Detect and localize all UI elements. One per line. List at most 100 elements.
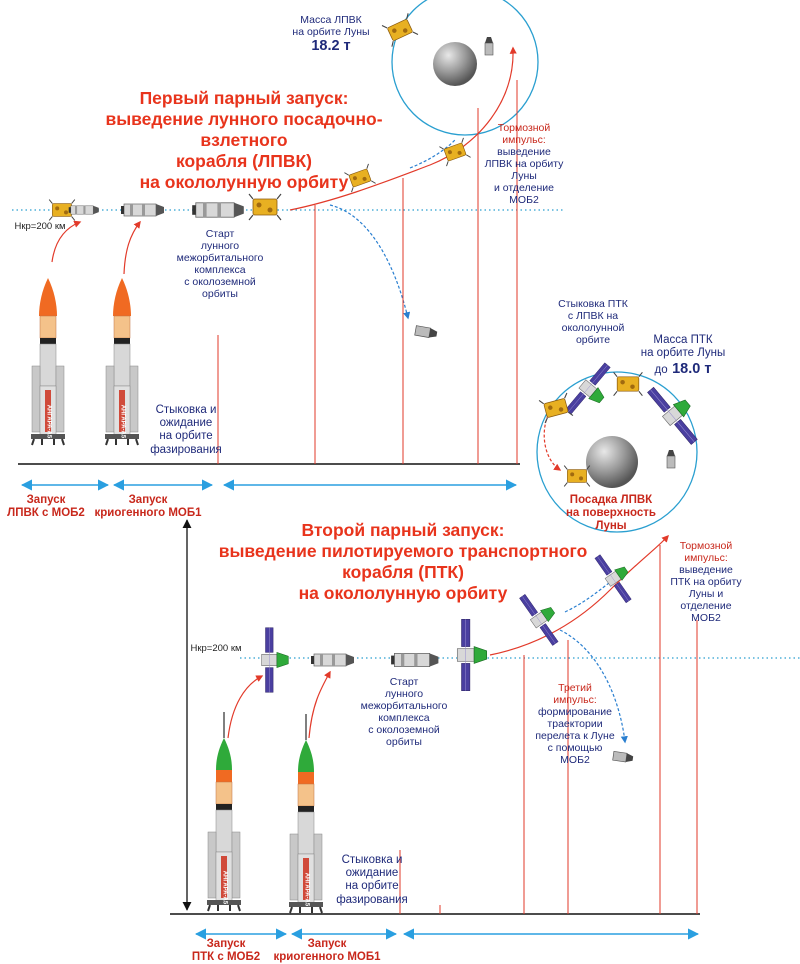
launch1-title-line3: корабля (ЛПВК): [175, 151, 313, 171]
launch1-title: Первый парный запуск: выведение лунного …: [68, 88, 420, 193]
complex-1a: [191, 202, 245, 218]
ascent-arrow-1b: [123, 220, 141, 275]
brake1-line2: ЛПВК на орбиту: [484, 158, 564, 171]
dock1-line1: Стыковка и: [155, 404, 217, 416]
brake2-line3: Луны и: [688, 588, 724, 601]
third-impulse-label: Третий импульс: формирование траектории …: [528, 682, 622, 766]
ptk-mass-row: до 18.0 т: [624, 360, 742, 378]
trajectory-blue-2: [559, 629, 628, 744]
launch1-b-label: Запуск криогенного МОБ1: [90, 494, 206, 520]
launch2b-line1: Запуск: [307, 938, 347, 950]
third-title-2: импульс:: [553, 694, 597, 707]
complex-1b: [248, 193, 282, 221]
brake1-line3: Луны: [511, 170, 537, 183]
brake2-line1: выведение: [679, 564, 733, 577]
mob-moon-2: [666, 449, 676, 469]
start2-line3: межорбитального: [360, 700, 448, 713]
trajectory-red-1: [289, 46, 517, 211]
third-title-1: Третий: [558, 682, 592, 694]
third-line1: формирование: [538, 706, 612, 719]
launch2-title-line2: выведение пилотируемого транспортного: [218, 541, 588, 561]
orbit-height-1: Hкр=200 км: [14, 221, 66, 232]
launch2a-line2: ПТК с МОБ2: [191, 951, 261, 964]
launch1-section: [12, 0, 565, 491]
lpvk-mass-label: Масса ЛПВК на орбите Луны 18.2 т: [276, 14, 386, 55]
dock1-line3: на орбите: [159, 430, 213, 443]
launch2b-line2: криогенного МОБ1: [273, 951, 381, 964]
trajectory-blue-1: [329, 204, 411, 320]
launch2-title-line1: Второй парный запуск:: [301, 520, 505, 540]
third-line3: перелета к Луне: [535, 730, 615, 743]
mob-docked-1: [68, 205, 100, 215]
brake2-line5: МОБ2: [691, 612, 721, 625]
launch2-a-label: Запуск ПТК с МОБ2: [186, 938, 266, 964]
rocket-text-2a: АНГАРА-А5: [221, 870, 228, 905]
lunar-orbit-1: [391, 0, 539, 136]
ptk-moon-2: [644, 376, 710, 448]
brake1-title-2: импульс:: [502, 134, 546, 147]
launch1-title-line2: выведение лунного посадочно-взлетного: [105, 109, 383, 150]
launch2-title-line3: корабля (ПТК): [342, 562, 464, 582]
dock2-line3: на орбите: [345, 880, 399, 893]
dockptk-line4: орбите: [575, 334, 611, 347]
brake2-line4: отделение: [680, 600, 732, 613]
launch2-title: Второй парный запуск: выведение пилотиру…: [202, 520, 604, 604]
dock-ptk-label: Стыковка ПТК с ЛПВК на окололунной орбит…: [548, 298, 638, 346]
ptk-docked-orbit-2: [261, 627, 289, 693]
launch2-b-label: Запуск криогенного МОБ1: [268, 938, 386, 964]
moon-1: [433, 42, 477, 86]
ptk-mass-line1: Масса ПТК: [653, 334, 713, 346]
lunar-orbit-2: [536, 371, 698, 533]
brake2-line2: ПТК на орбиту: [670, 576, 742, 589]
dock-phasing-2-label: Стыковка и ожидание на орбите фазировани…: [326, 854, 418, 907]
launch1b-line2: криогенного МОБ1: [94, 507, 202, 520]
landing-line2: на поверхность: [565, 507, 656, 520]
lpvk-landed-2: [563, 465, 591, 487]
start1-line4: комплекса: [194, 264, 246, 277]
start1-line1: Старт: [205, 228, 235, 240]
brake1-line5: МОБ2: [509, 194, 539, 207]
lpvk-mass-line2: на орбите Луны: [292, 26, 370, 39]
landing-line1: Посадка ЛПВК: [569, 494, 653, 506]
third-line2: траектории: [547, 718, 603, 731]
start-complex-1-label: Старт лунного межорбитального комплекса …: [160, 228, 280, 300]
ptk-mass-label: Масса ПТК на орбите Луны до 18.0 т: [624, 334, 742, 379]
start2-line1: Старт: [389, 676, 419, 688]
launch2a-line1: Запуск: [206, 938, 246, 950]
trajectory-red-2: [489, 534, 669, 656]
start1-line3: межорбитального: [176, 252, 264, 265]
start-complex-2-label: Старт лунного межорбитального комплекса …: [344, 676, 464, 748]
start1-line2: лунного: [200, 240, 240, 253]
brake-impulse-1-label: Тормозной импульс: выведение ЛПВК на орб…: [478, 122, 570, 206]
launch1a-line1: Запуск: [26, 494, 66, 506]
lpvk-mass-value: 18.2 т: [311, 38, 351, 55]
lpvk-mass-line1: Масса ЛПВК: [300, 14, 362, 26]
launch2-title-line4: на окололунную орбиту: [298, 583, 508, 603]
third-line5: МОБ2: [560, 754, 590, 767]
ptk-mass-value: 18.0 т: [672, 361, 712, 378]
launch1b-line1: Запуск: [128, 494, 168, 506]
dockptk-line1: Стыковка ПТК: [558, 298, 628, 310]
launch1-a-label: Запуск ЛПВК с МОБ2: [2, 494, 90, 520]
landing-lpvk-label: Посадка ЛПВК на поверхность Луны: [556, 494, 666, 534]
brake1-line1: выведение: [497, 146, 551, 159]
mob-near-moon-1: [484, 36, 494, 56]
brake1-title-1: Тормозной: [497, 122, 551, 134]
dockptk-line3: окололунной: [561, 322, 625, 335]
orbit-height-2: Hкр=200 км: [190, 643, 242, 654]
dock2-line1: Стыковка и: [341, 854, 403, 866]
start2-line6: орбиты: [386, 736, 422, 749]
rocket-text-2b: АНГАРА-А5: [303, 872, 310, 907]
mob1-orbit-1: [120, 203, 165, 217]
ptk-mass-prefix: до: [654, 364, 668, 377]
complex-2a: [390, 652, 439, 668]
landing-line3: Луны: [595, 520, 627, 533]
ascent-arrow-2a: [227, 675, 264, 739]
dockptk-line2: с ЛПВК на: [567, 310, 619, 323]
dock2-line2: ожидание: [345, 867, 399, 880]
mob1-orbit-2: [310, 653, 355, 667]
lpvk-on-orbit-1: [381, 12, 419, 48]
lpvk-transit-1: [438, 137, 472, 167]
start2-line4: комплекса: [378, 712, 430, 725]
